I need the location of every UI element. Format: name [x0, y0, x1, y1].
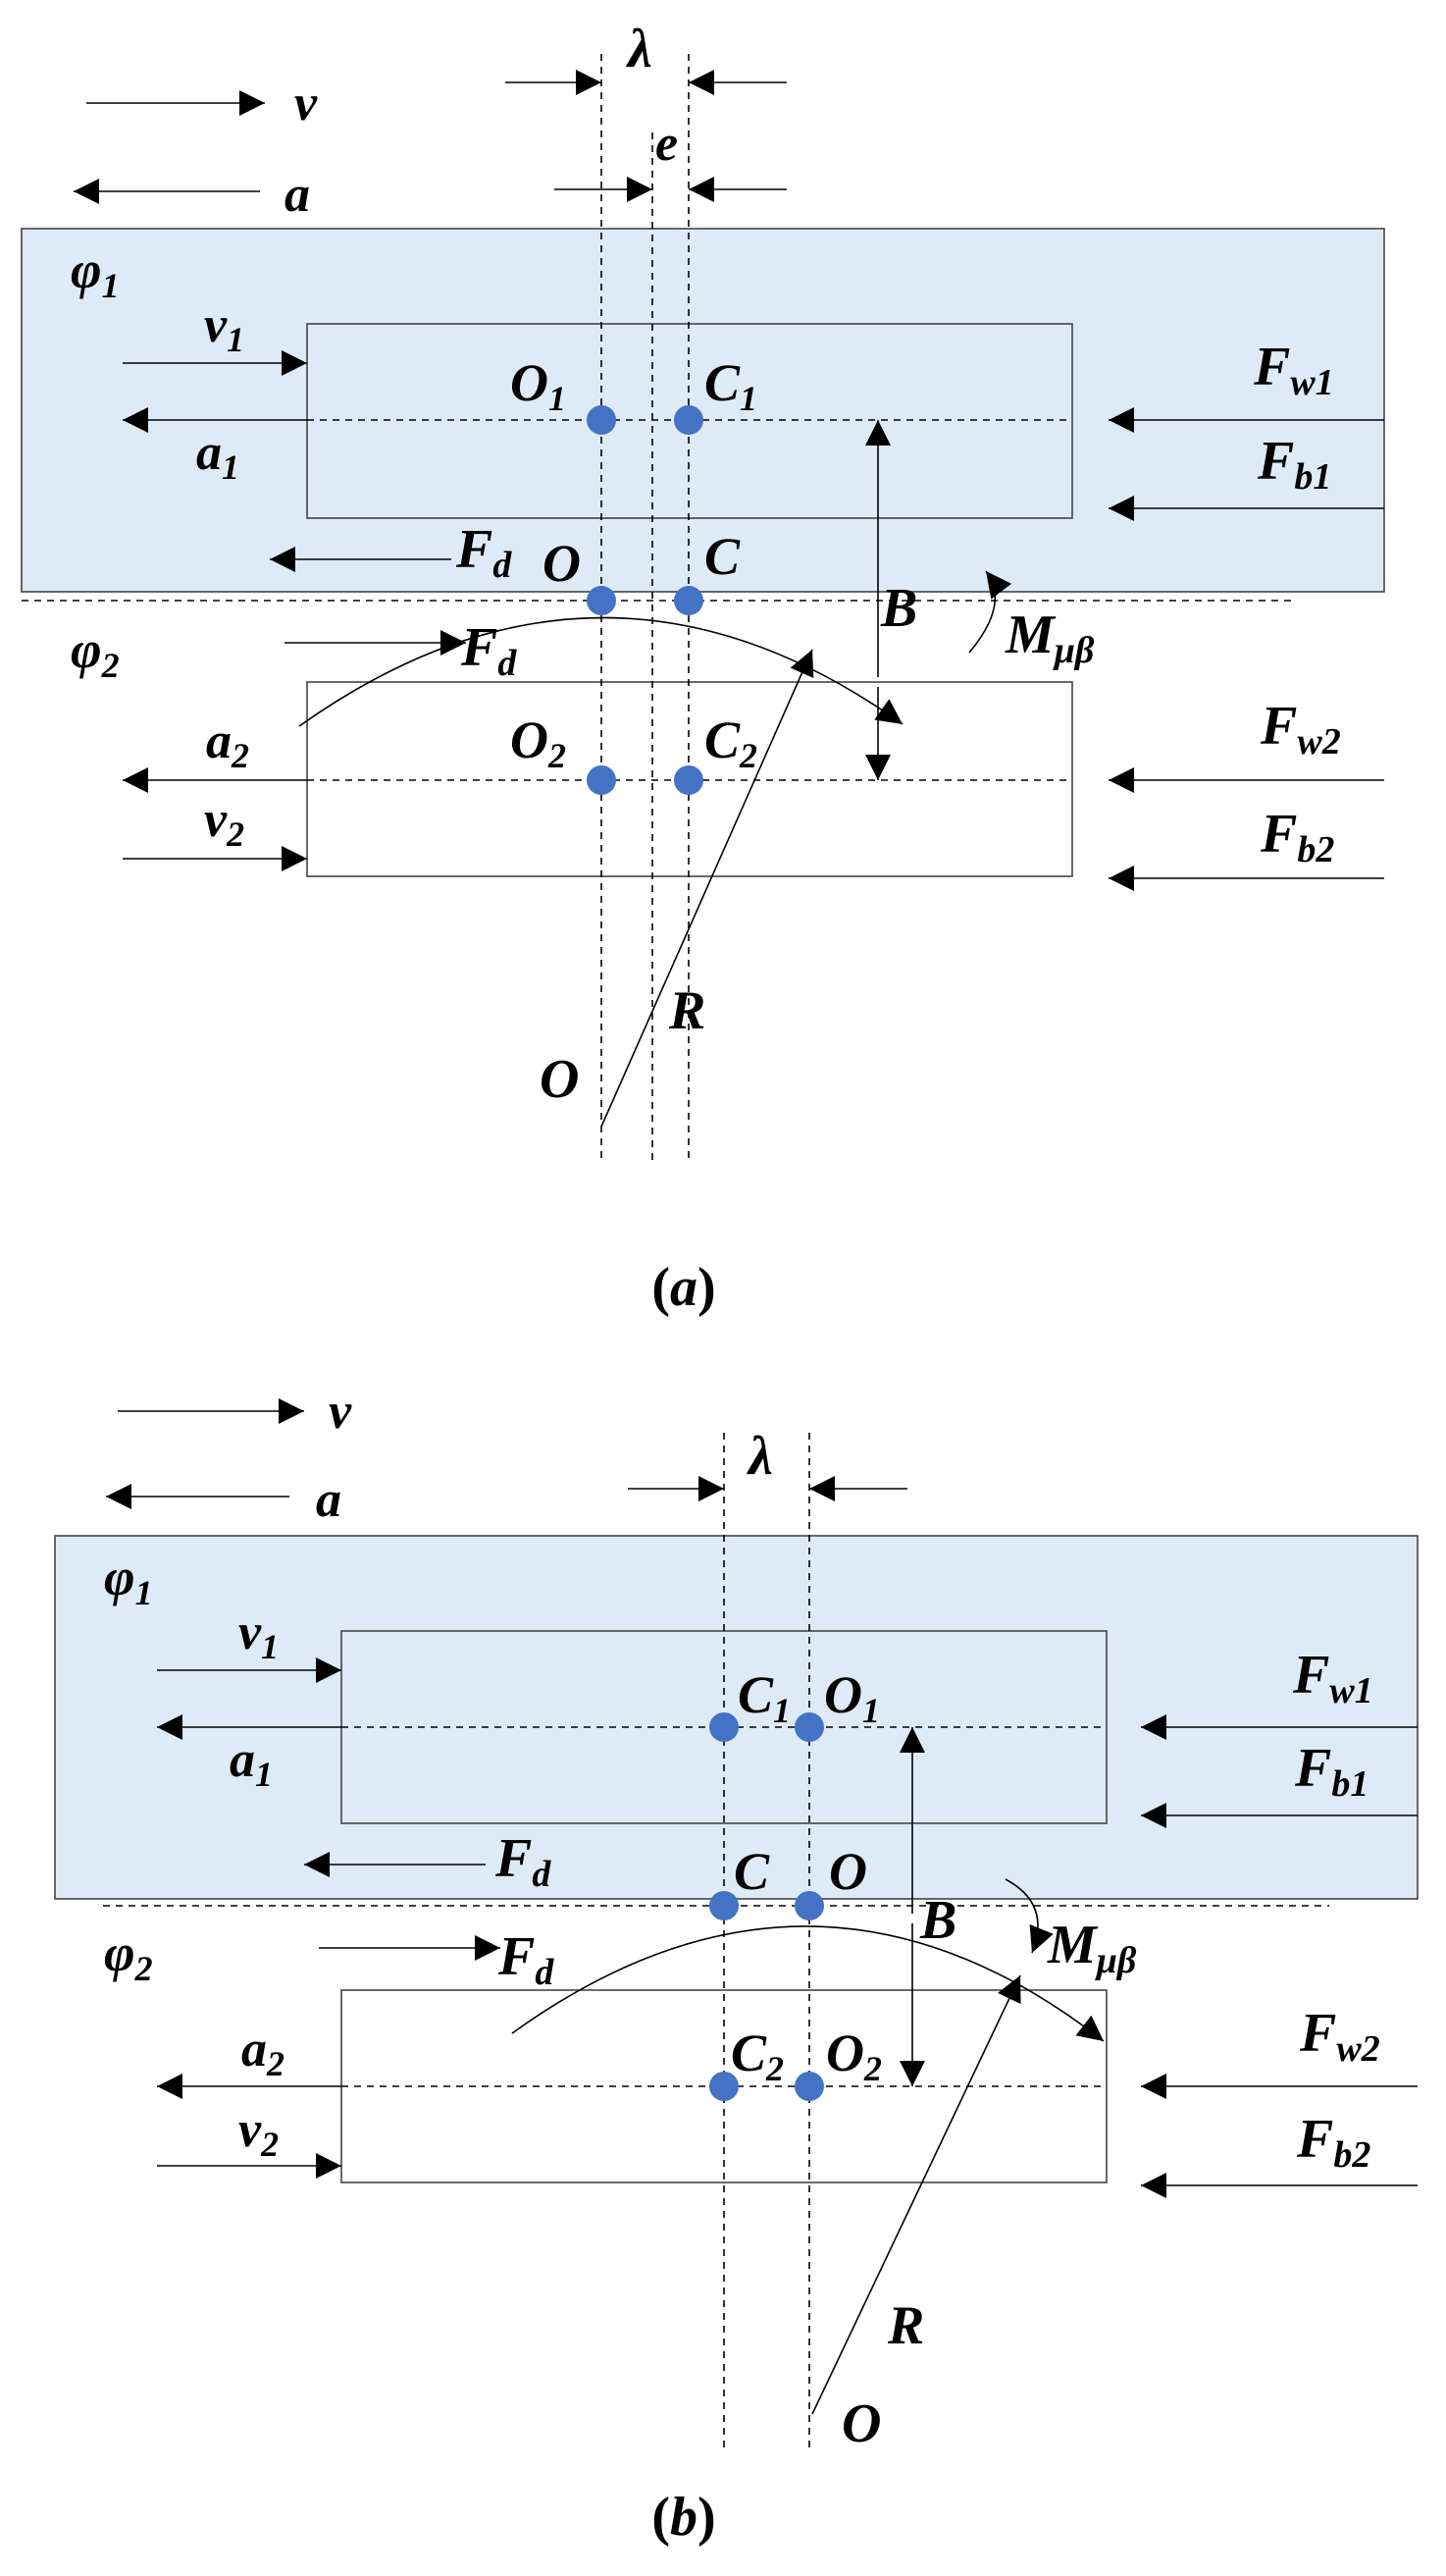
label-M: Mμβ	[1047, 1915, 1137, 1981]
label-R: R	[887, 2295, 924, 2356]
point-O	[587, 586, 616, 615]
label-Fd-top: Fd	[494, 1828, 551, 1895]
point-O2	[795, 2072, 824, 2101]
turning-arc	[511, 1925, 1105, 2042]
label-a: a	[284, 167, 310, 223]
label-phi2: φ2	[104, 1923, 153, 1988]
label-e: e	[655, 116, 678, 172]
label-O-center: O	[540, 1049, 579, 1110]
yaw-moment-arc	[1005, 1878, 1054, 1954]
label-C1: C1	[738, 1665, 791, 1730]
label-Fw1: Fw1	[1292, 1645, 1373, 1711]
upper-band	[21, 228, 1385, 593]
label-B: B	[880, 578, 917, 639]
label-Fw2: Fw2	[1260, 696, 1341, 762]
label-O: O	[542, 534, 581, 593]
point-O	[795, 1891, 824, 1920]
vehicle-body-1	[306, 323, 1073, 519]
radius-line	[811, 1974, 1021, 2415]
point-C1	[674, 405, 703, 435]
label-Fw1: Fw1	[1253, 337, 1334, 403]
label-O2: O2	[510, 710, 566, 775]
label-v1: v1	[204, 297, 244, 359]
upper-band	[54, 1535, 1419, 1900]
label-M: Mμβ	[1005, 605, 1095, 671]
label-R: R	[668, 980, 705, 1041]
label-Fb1: Fb1	[1257, 431, 1331, 498]
label-v: v	[294, 76, 318, 131]
point-O2	[587, 765, 616, 795]
label-a: a	[316, 1472, 341, 1528]
point-C2	[674, 765, 703, 795]
label-phi2: φ2	[71, 620, 120, 685]
label-O1: O1	[824, 1665, 880, 1730]
label-lambda: λ	[626, 19, 652, 79]
label-O-center: O	[842, 2393, 881, 2454]
label-Fd-bottom: Fd	[460, 617, 517, 684]
label-v1: v1	[238, 1604, 279, 1666]
label-phi1: φ1	[71, 240, 120, 305]
point-O1	[795, 1712, 824, 1742]
label-C1: C1	[704, 353, 757, 418]
label-Fb2: Fb2	[1296, 2109, 1370, 2176]
caption-a: (a)	[651, 1257, 715, 1318]
label-v2: v2	[204, 792, 244, 854]
label-Fd-top: Fd	[455, 519, 512, 586]
label-a2: a2	[206, 713, 249, 775]
label-C2: C2	[704, 710, 757, 775]
label-a1: a1	[230, 1732, 273, 1794]
turning-arc	[298, 616, 904, 727]
label-O2: O2	[826, 2024, 882, 2088]
point-C	[674, 586, 703, 615]
caption-b: (b)	[651, 2487, 715, 2548]
label-a2: a2	[241, 2022, 284, 2083]
radius-line	[600, 649, 814, 1128]
label-B: B	[919, 1890, 956, 1951]
yaw-moment-arc	[968, 570, 1012, 654]
label-a1: a1	[196, 425, 239, 487]
label-Fb2: Fb2	[1260, 804, 1334, 870]
label-Fb1: Fb1	[1294, 1738, 1369, 1805]
point-O1	[587, 405, 616, 435]
point-C1	[709, 1712, 739, 1742]
label-lambda: λ	[747, 1426, 773, 1487]
label-C: C	[734, 1842, 770, 1901]
label-O1: O1	[510, 353, 566, 418]
label-v: v	[329, 1384, 352, 1440]
label-Fw2: Fw2	[1299, 2003, 1380, 2070]
label-C2: C2	[731, 2024, 784, 2088]
label-O: O	[829, 1842, 867, 1901]
label-phi1: φ1	[104, 1548, 153, 1612]
label-C: C	[704, 527, 741, 586]
panel-a: λ e v a φ1 φ2 v1 a1 O1 C1 O C O2 C2 Fw1 …	[21, 19, 1385, 1318]
vehicle-body-2	[306, 681, 1073, 877]
point-C	[709, 1891, 739, 1920]
panel-b: λ v a φ1 φ2 v1 a1 C1 O1 C O C2 O2 Fw1 Fb…	[54, 1384, 1419, 2548]
point-C2	[709, 2072, 739, 2101]
label-Fd-bottom: Fd	[497, 1926, 554, 1993]
label-v2: v2	[238, 2102, 279, 2164]
